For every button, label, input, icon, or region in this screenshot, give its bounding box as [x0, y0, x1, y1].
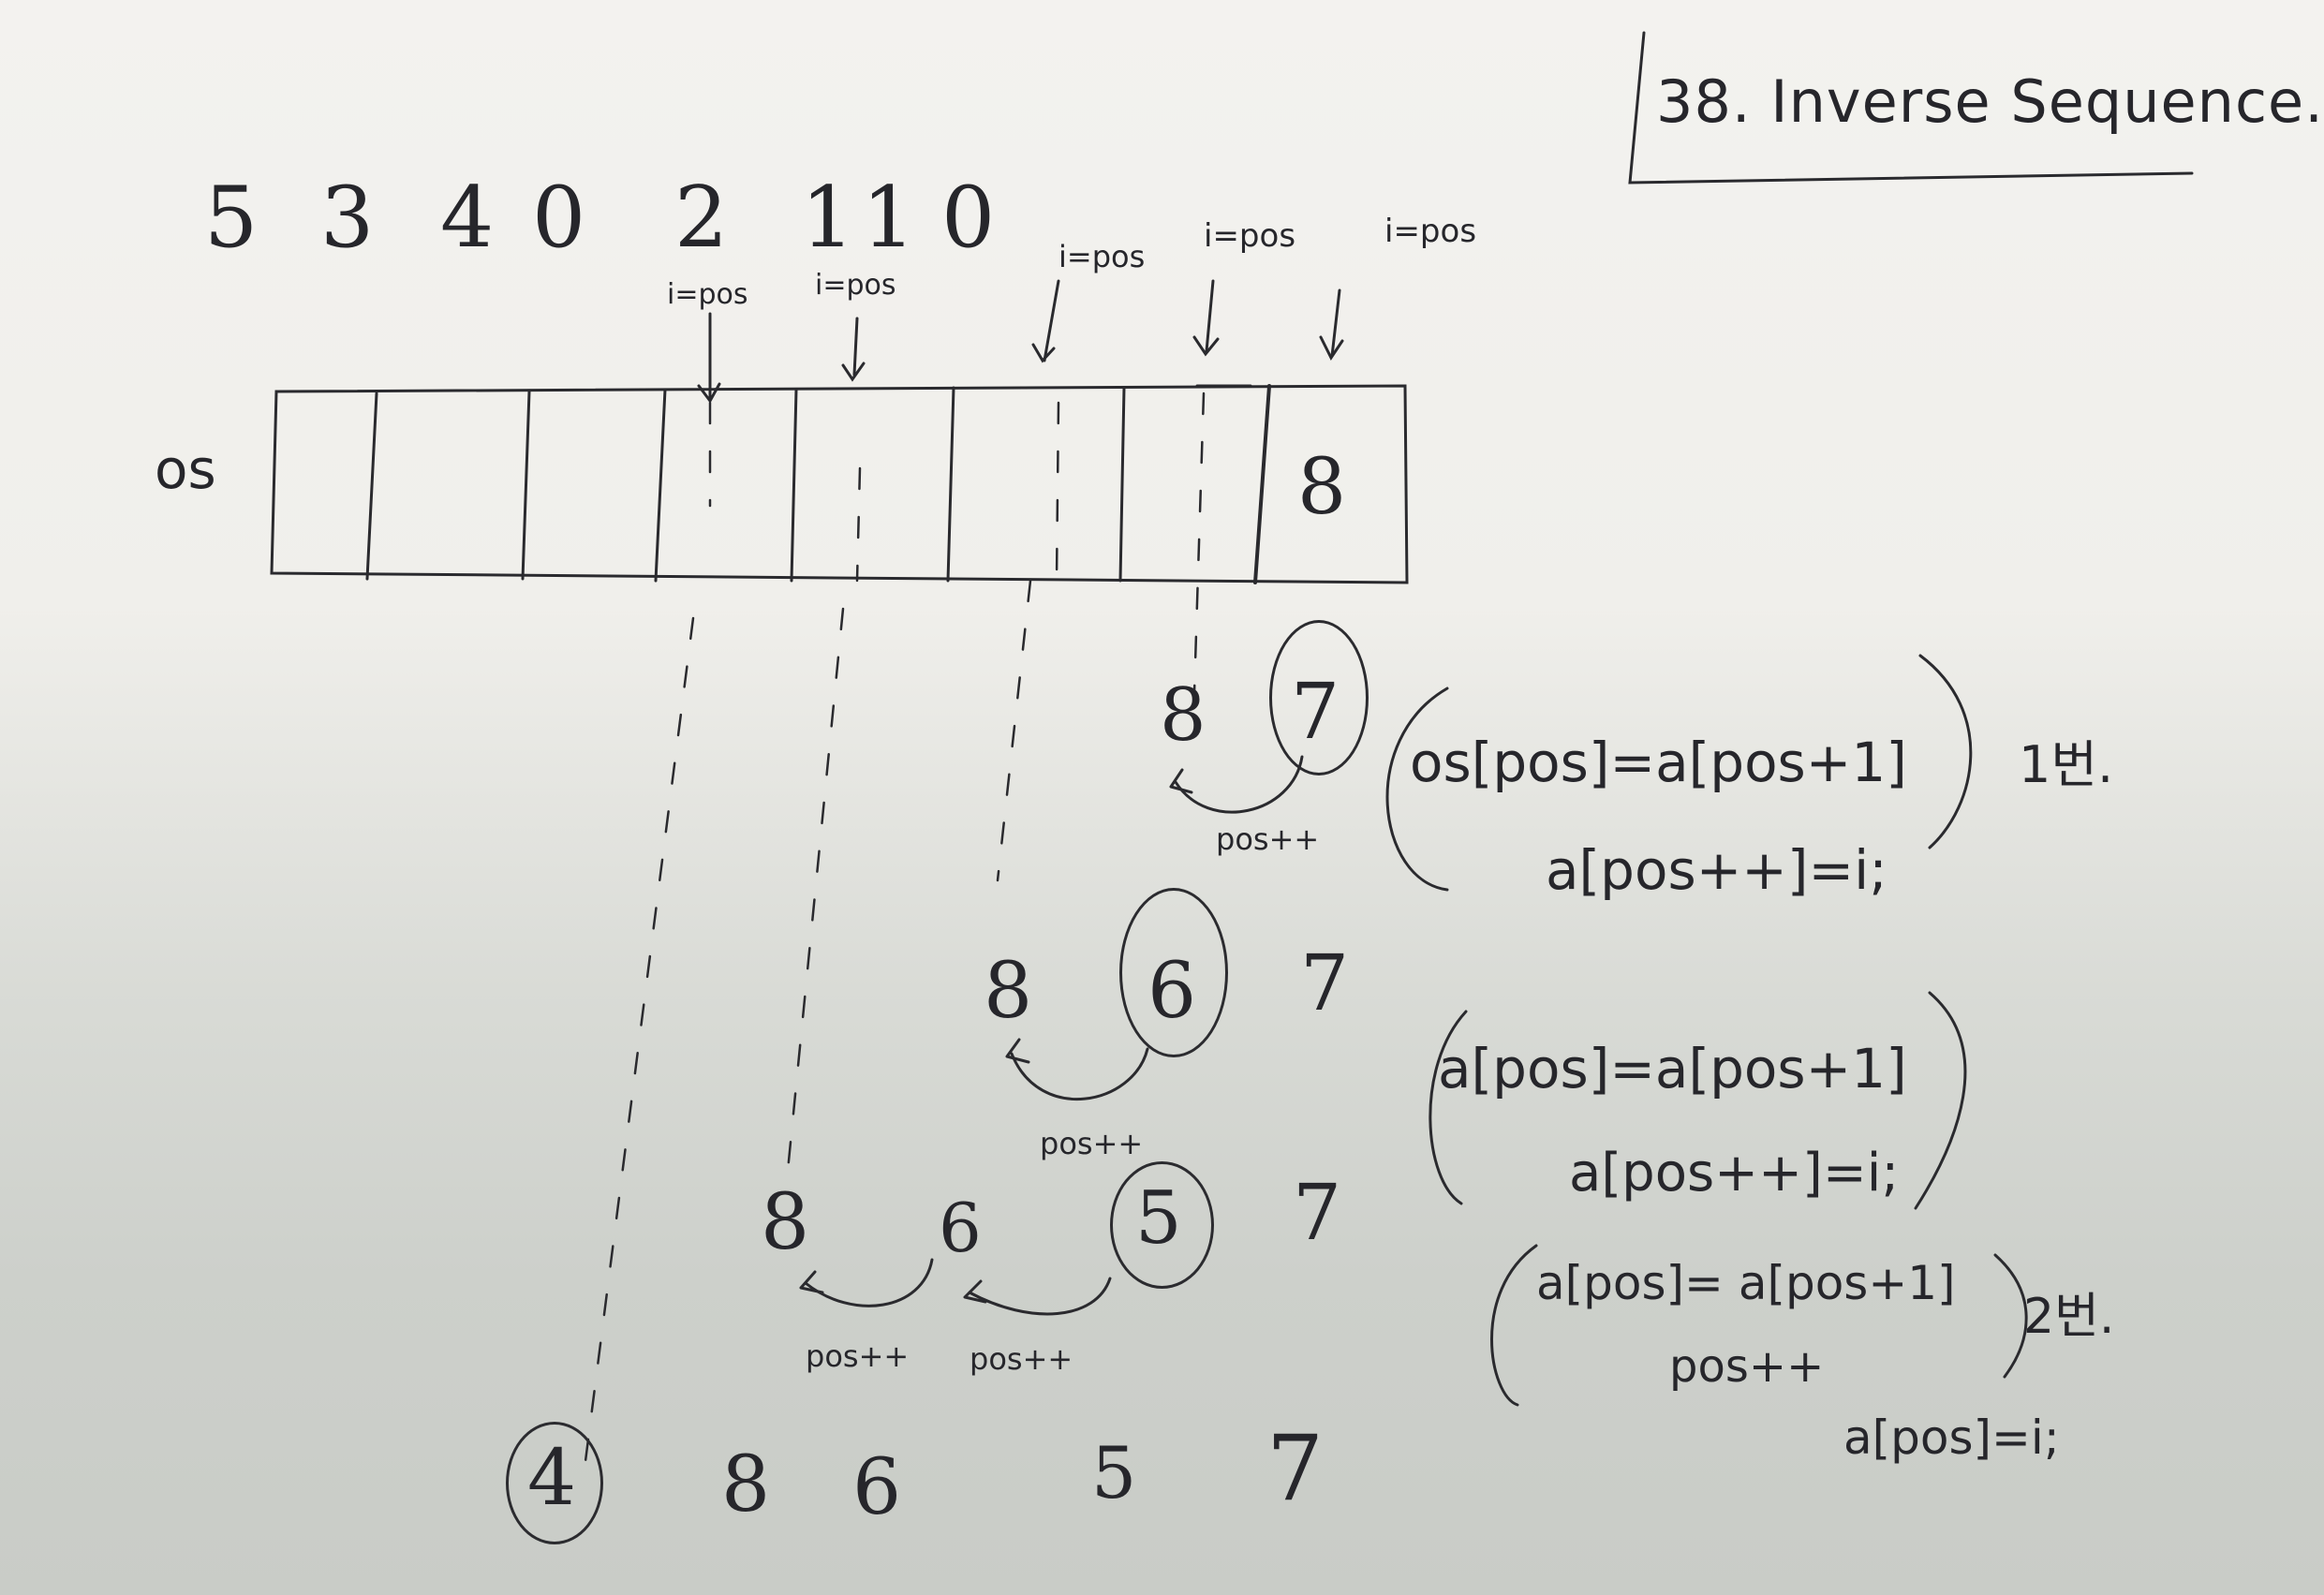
notebook-page: 38. Inverse Sequence. 5 3 4 0 2 1 1 0 i=… — [155, 31, 2323, 1544]
result-value: 6 — [852, 1443, 902, 1532]
diagram-strokes — [270, 31, 2194, 1463]
highlight-circle — [1110, 1161, 1214, 1289]
pointer-label: i=pos — [1204, 217, 1296, 255]
step3-code: a[pos]= a[pos+1] — [1536, 1256, 1956, 1310]
step3-value: 5 — [1135, 1176, 1182, 1261]
step3-count: 2번. — [2023, 1289, 2115, 1345]
sequence-digit: 1 — [801, 169, 855, 267]
result-value: 5 — [1091, 1431, 1137, 1514]
step1-value: 8 — [1160, 673, 1206, 758]
step2-value: 7 — [1300, 939, 1350, 1028]
move-label: pos++ — [1216, 821, 1320, 857]
array-cell-value: 8 — [1297, 443, 1347, 532]
step1-code: a[pos++]=i; — [1546, 838, 1887, 902]
array-label: os — [155, 437, 216, 501]
step2-code: a[pos++]=i; — [1569, 1143, 1900, 1204]
highlight-circle — [1269, 620, 1369, 775]
step1-code: os[pos]=a[pos+1] — [1410, 731, 1907, 794]
page-title: 38. Inverse Sequence. — [1656, 67, 2324, 136]
sequence-digit: 1 — [862, 169, 916, 267]
step3-code: pos++ — [1669, 1340, 1825, 1393]
result-value: 8 — [721, 1440, 771, 1529]
pointer-label: i=pos — [1384, 213, 1477, 250]
pointer-label: i=pos — [1058, 239, 1146, 274]
highlight-circle — [1119, 888, 1228, 1057]
sequence-digit: 5 — [204, 169, 259, 267]
sequence-digit: 0 — [941, 169, 996, 267]
step3-value: 8 — [761, 1178, 810, 1267]
move-label: pos++ — [806, 1338, 910, 1374]
result-value: 4 — [527, 1434, 577, 1523]
step2-value: 8 — [984, 947, 1033, 1036]
move-label: pos++ — [970, 1341, 1073, 1377]
sequence-digit: 0 — [532, 169, 586, 267]
move-label: pos++ — [1040, 1126, 1144, 1161]
highlight-circle — [506, 1422, 603, 1544]
step3-value: 6 — [939, 1189, 982, 1267]
step1-value: 7 — [1291, 668, 1340, 757]
step3-value: 7 — [1293, 1169, 1342, 1258]
step1-count: 1번. — [2019, 735, 2114, 794]
step3-code: a[pos]=i; — [1843, 1410, 2060, 1465]
step2-code: a[pos]=a[pos+1] — [1438, 1037, 1907, 1100]
sequence-digit: 2 — [674, 169, 729, 267]
pointer-label: i=pos — [815, 269, 896, 302]
sequence-digit: 4 — [440, 169, 495, 267]
step2-value: 6 — [1147, 947, 1197, 1036]
result-value: 7 — [1266, 1416, 1325, 1521]
pointer-label: i=pos — [667, 278, 748, 311]
sequence-digit: 3 — [320, 169, 375, 267]
